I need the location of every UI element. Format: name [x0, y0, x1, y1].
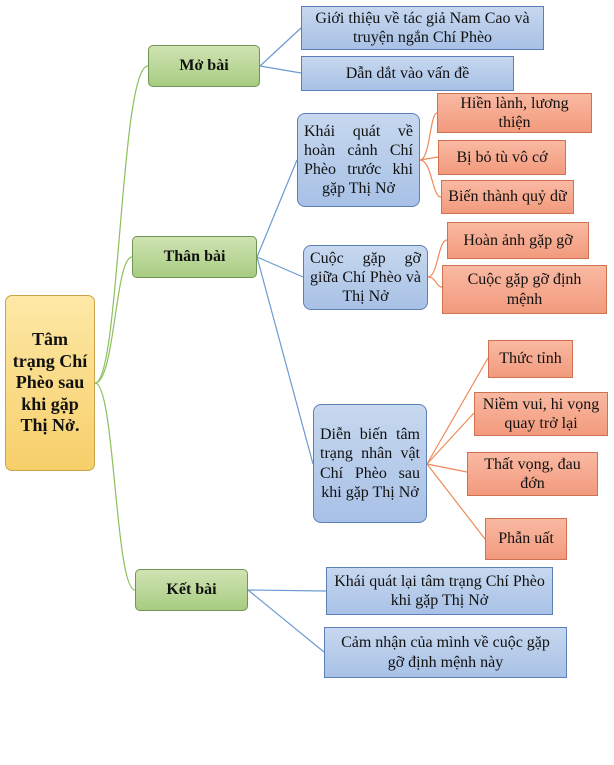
connector-mo-bai-item-2 [259, 65, 302, 74]
connector-root-mo-bai [94, 65, 149, 384]
connector-than-bai-group-3 [256, 256, 314, 465]
connector-group-1-detail-1 [419, 112, 438, 161]
connector-ket-bai-item-1 [247, 589, 327, 592]
ket-bai-item-2: Cảm nhận của mình về cuộc gặp gỡ định mệ… [324, 627, 567, 678]
than-bai-group-3: Diễn biến tâm trạng nhân vật Chí Phèo sa… [313, 404, 427, 523]
group-2-detail-1: Hoàn ảnh gặp gỡ [447, 222, 589, 259]
connector-root-than-bai [94, 256, 133, 384]
group-2-detail-2: Cuộc gặp gỡ định mệnh [442, 265, 607, 314]
group-3-detail-1: Thức tỉnh [488, 340, 573, 378]
connector-group-2-detail-1 [427, 239, 448, 278]
connector-mo-bai-item-1 [259, 27, 302, 67]
section-than-bai: Thân bài [132, 236, 257, 278]
connector-root-ket-bai [94, 382, 136, 591]
group-3-detail-2: Niềm vui, hi vọng quay trở lại [474, 392, 608, 436]
connector-group-3-detail-2 [426, 412, 475, 465]
group-1-detail-2: Bị bỏ tù vô cớ [438, 140, 566, 175]
connector-group-1-detail-2 [419, 156, 439, 161]
mo-bai-item-2: Dẫn dắt vào vấn đề [301, 56, 514, 91]
section-ket-bai: Kết bài [135, 569, 248, 611]
connector-group-2-detail-2 [427, 276, 443, 288]
connector-group-3-detail-1 [426, 357, 489, 465]
connector-than-bai-group-1 [256, 159, 298, 258]
group-3-detail-3: Thất vọng, đau đớn [467, 452, 598, 496]
connector-group-3-detail-3 [426, 463, 468, 473]
mo-bai-item-1: Giới thiệu về tác giả Nam Cao và truyện … [301, 6, 544, 50]
group-3-detail-4: Phẫn uất [485, 518, 567, 560]
than-bai-group-2: Cuộc gặp gỡ giữa Chí Phèo và Thị Nở [303, 245, 428, 310]
connector-ket-bai-item-2 [247, 589, 325, 653]
group-1-detail-3: Biến thành quỷ dữ [441, 180, 574, 214]
connector-group-3-detail-4 [426, 463, 486, 540]
group-1-detail-1: Hiền lành, lương thiện [437, 93, 592, 133]
root-node: Tâm trạng Chí Phèo sau khi gặp Thị Nở. [5, 295, 95, 471]
section-mo-bai: Mở bài [148, 45, 260, 87]
connector-than-bai-group-2 [256, 256, 304, 278]
than-bai-group-1: Khái quát về hoàn cảnh Chí Phèo trước kh… [297, 113, 420, 207]
connector-group-1-detail-3 [419, 159, 442, 198]
ket-bai-item-1: Khái quát lại tâm trạng Chí Phèo khi gặp… [326, 567, 553, 615]
